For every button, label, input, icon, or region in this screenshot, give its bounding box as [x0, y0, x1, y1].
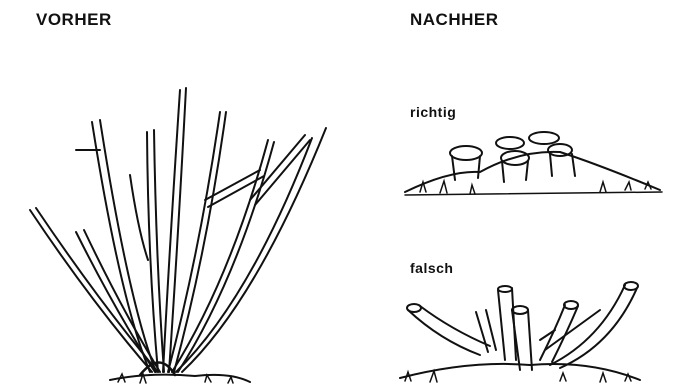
- shrub-correct-drawing: [405, 132, 662, 195]
- shrub-before-drawing: [30, 88, 326, 383]
- shrub-incorrect-drawing: [400, 282, 640, 382]
